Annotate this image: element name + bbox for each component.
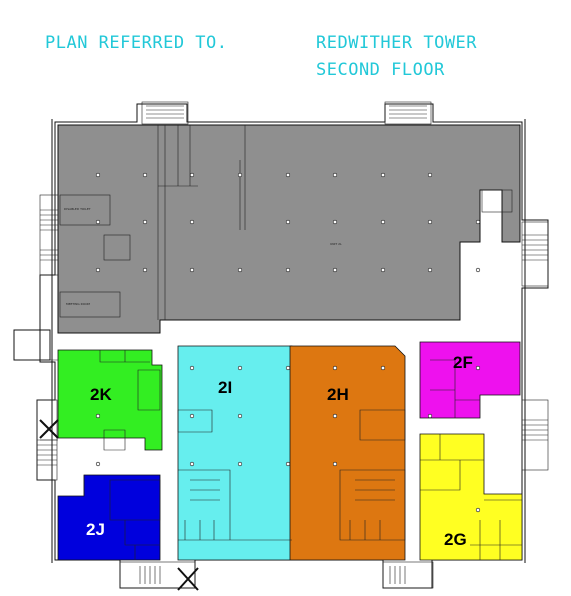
unit-label-2I: 2I <box>218 378 232 397</box>
unit-label-2K: 2K <box>90 385 112 404</box>
crossed-out-marker-bottom <box>177 567 199 591</box>
unit-2I-fill <box>177 345 293 561</box>
unit-grey-large: DISABLED TOILET UNIT 2L MEETING ROOM <box>57 124 521 334</box>
unit-2J-fill <box>57 474 161 561</box>
unit-label-2J: 2J <box>86 520 105 539</box>
crossed-out-marker-left <box>39 419 59 439</box>
svg-text:DISABLED TOILET: DISABLED TOILET <box>64 207 91 211</box>
interior-partitions <box>20 350 522 560</box>
building-name-heading: REDWITHER TOWER <box>316 33 478 53</box>
unit-label-2G: 2G <box>444 530 467 549</box>
unit-label-2H: 2H <box>327 385 349 404</box>
stair-cores <box>36 101 549 589</box>
plan-referred-heading: PLAN REFERRED TO. <box>45 33 228 53</box>
unit-2G-fill <box>419 433 523 561</box>
unit-2K-fill <box>57 349 163 451</box>
unit-2H-fill <box>289 345 406 561</box>
svg-text:MEETING ROOM: MEETING ROOM <box>66 302 90 306</box>
unit-label-2F: 2F <box>453 353 473 372</box>
svg-text:UNIT 2L: UNIT 2L <box>330 242 342 246</box>
unit-2F-fill <box>419 341 521 419</box>
external-plant-box <box>13 329 51 361</box>
structural-columns <box>95 172 481 513</box>
floor-name-heading: SECOND FLOOR <box>316 60 445 80</box>
